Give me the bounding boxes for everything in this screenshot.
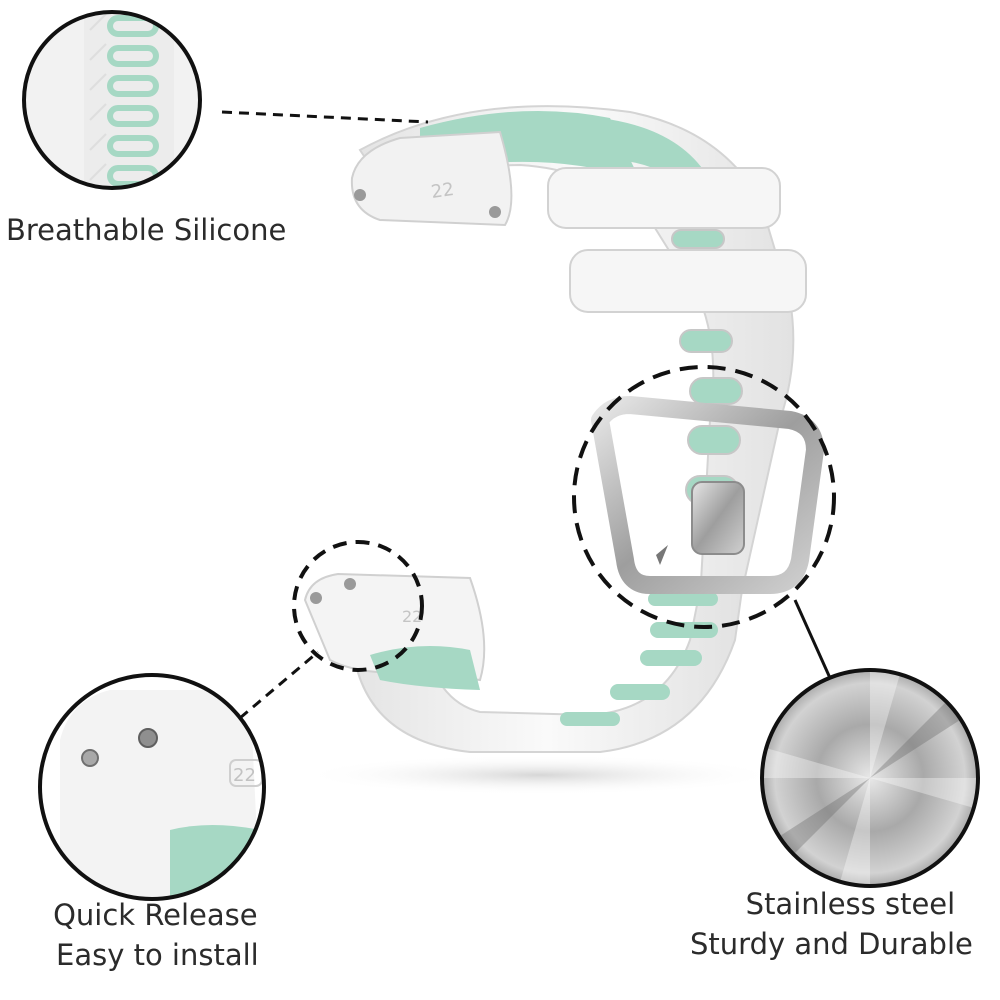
connector-silicone: [221, 110, 429, 124]
release-pin-icon: [81, 749, 99, 767]
connector-release: [239, 650, 319, 720]
lug-highlight-circle: [292, 540, 424, 672]
feature-label-steel: Stainless steel Sturdy and Durable: [690, 884, 973, 964]
size-mark-lower: 22: [402, 607, 422, 626]
feature-label-release: Quick Release Easy to install: [52, 895, 259, 975]
zoom-steel: [760, 668, 980, 888]
zoom-release: 22: [38, 673, 266, 901]
strap-lower: 22: [303, 572, 744, 753]
size-mark-upper: 22: [430, 179, 456, 203]
keeper-bottom: [569, 249, 807, 313]
strap-upper: 22: [350, 105, 807, 601]
buckle-tongue: [691, 481, 745, 555]
floor-shadow: [300, 755, 780, 795]
steel-title: Stainless steel: [745, 887, 956, 921]
silicone-title: Breathable Silicone: [6, 213, 287, 247]
buckle-highlight-circle: [572, 365, 836, 629]
steel-subtitle: Sturdy and Durable: [690, 927, 973, 962]
release-subtitle: Easy to install: [56, 938, 259, 973]
feature-label-silicone: Breathable Silicone: [6, 210, 286, 250]
release-title: Quick Release: [53, 898, 258, 932]
keeper-top: [547, 167, 781, 229]
zoom-silicone: [22, 10, 202, 190]
connector-steel: [793, 599, 832, 679]
svg-text:22: 22: [233, 765, 256, 786]
buckle: [591, 396, 824, 594]
